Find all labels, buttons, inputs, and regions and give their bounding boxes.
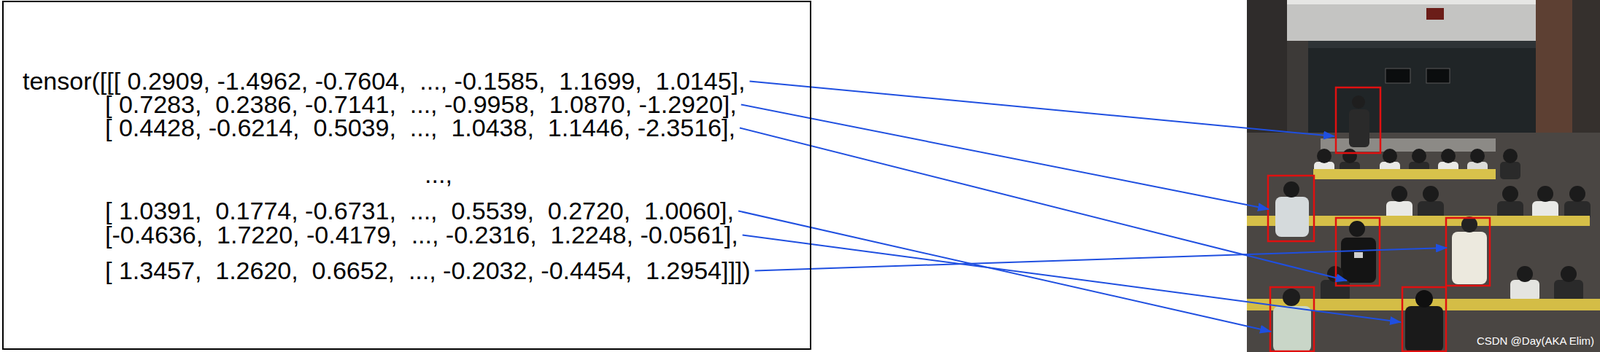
student-body [1340, 237, 1377, 284]
leader-arrow [749, 80, 1335, 137]
text-row: ..., [424, 160, 453, 189]
tensor-row: ..., [424, 160, 453, 189]
detection-box [1402, 287, 1447, 352]
student-head [1342, 148, 1358, 164]
student-body [1405, 306, 1444, 352]
photo-ground [1246, 0, 1600, 352]
floor [1246, 132, 1600, 352]
student-head [1349, 221, 1366, 238]
teacher-head [1351, 95, 1366, 109]
tensor-box: tensor([[[ 0.2909, -1.4962, -0.7604, ...… [2, 0, 812, 351]
student-head [1440, 148, 1456, 164]
student-head [1502, 186, 1519, 203]
student-body [1510, 280, 1540, 303]
label-holder: CSDN @Day(AKA Elim) [1476, 334, 1595, 349]
tensor-row: [ 1.0391, 0.1774, -0.6731, ..., 0.5539, … [105, 196, 734, 225]
student-body [1451, 232, 1487, 285]
watermark: CSDN @Day(AKA Elim) [1476, 334, 1595, 348]
leader-arrow [742, 234, 1401, 323]
detection-box [1335, 87, 1381, 154]
leader-arrow [741, 104, 1269, 210]
student-body [1500, 161, 1521, 180]
student-head [1282, 288, 1301, 307]
student-head [1422, 186, 1439, 203]
student-body [1554, 280, 1584, 303]
tensor-row: [ 1.3457, 1.2620, 0.6652, ..., -0.2032, … [105, 256, 751, 285]
detection-box [1270, 287, 1314, 352]
detection-box [1446, 218, 1490, 287]
teacher-body [1349, 109, 1370, 148]
ceiling-light [1284, 0, 1547, 5]
leader-arrow [755, 248, 1447, 271]
blackboard-rail [1308, 40, 1539, 49]
screen [1426, 68, 1450, 84]
shirt-logo [1354, 252, 1363, 259]
student-head [1411, 148, 1427, 164]
student-head [1569, 186, 1586, 203]
leader-arrow [739, 127, 1347, 281]
tensor-row: [ 0.4428, -0.6214, 0.5039, ..., 1.0438, … [105, 113, 736, 142]
student-head [1537, 186, 1554, 203]
wall-clock [1426, 8, 1444, 20]
leader-arrow [738, 210, 1271, 332]
student-head [1502, 148, 1518, 164]
student-head [1470, 148, 1485, 164]
student-body [1273, 306, 1312, 352]
upper-wall [1284, 0, 1547, 41]
desk-row [1313, 169, 1496, 180]
student-head [1560, 266, 1577, 283]
student-head [1316, 148, 1332, 164]
text-row: [-0.4636, 1.7220, -0.4179, ..., -0.2316,… [105, 221, 739, 250]
student-head [1382, 148, 1398, 164]
student-head [1415, 290, 1433, 308]
student-head [1391, 186, 1408, 203]
tensor-row: [-0.4636, 1.7220, -0.4179, ..., -0.2316,… [105, 221, 739, 249]
student-head [1516, 266, 1533, 283]
text-row: [ 0.4428, -0.6214, 0.5039, ..., 1.0438, … [105, 113, 736, 143]
detection-box [1268, 175, 1314, 242]
screen [1385, 68, 1411, 84]
student-body [1275, 196, 1309, 238]
student-head [1461, 216, 1478, 233]
student-head [1283, 181, 1300, 198]
text-row: [ 1.3457, 1.2620, 0.6652, ..., -0.2032, … [105, 256, 751, 286]
